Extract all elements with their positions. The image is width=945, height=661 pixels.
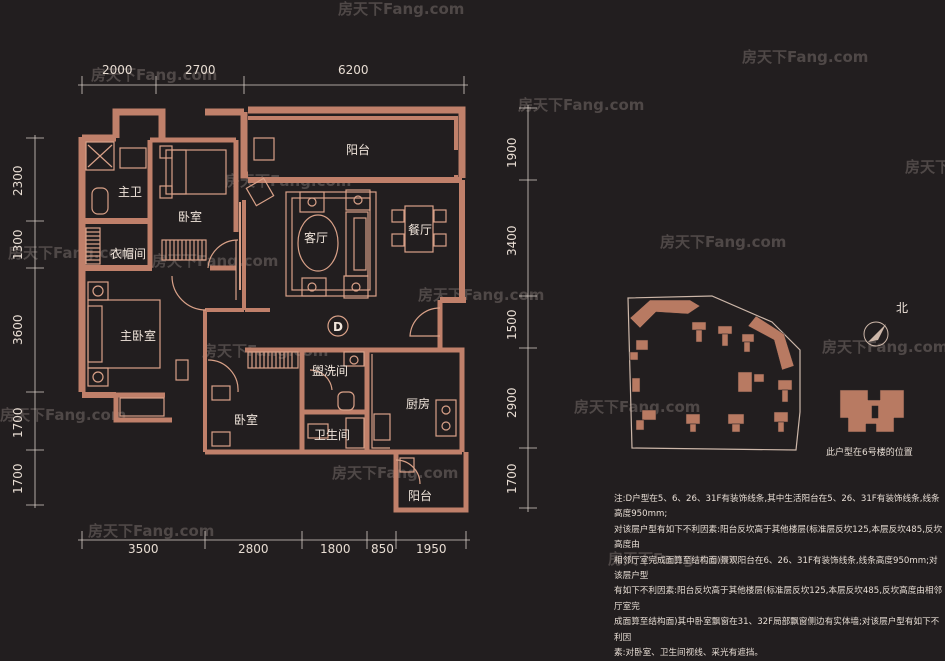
- plan-type-label: D: [333, 320, 343, 334]
- note-line-3: 相邻厅室完成面算至结构面)景观阳台在6、26、31F有装饰线条,线条高度950m…: [614, 555, 938, 582]
- room-dining: 餐厅: [408, 222, 432, 237]
- dim-right-4: 2900: [505, 387, 519, 418]
- watermark-16: 房天下Fang.com: [88, 522, 214, 540]
- north-arrow-icon: [868, 324, 886, 342]
- watermark-11: 房天下Fang.com: [822, 338, 945, 356]
- dim-right-1: 1900: [505, 137, 519, 168]
- dim-left-3: 3600: [11, 314, 25, 345]
- closet-rack: [85, 227, 101, 265]
- site-buildings: [629, 299, 795, 433]
- dim-right-3: 1500: [505, 309, 519, 340]
- room-cloakroom: 衣帽间: [110, 246, 146, 261]
- dim-bottom-3: 1800: [320, 542, 351, 556]
- room-bedroom-2: 卧室: [234, 412, 258, 427]
- room-balcony-top: 阳台: [346, 142, 370, 157]
- watermark-7: 房天下Fang.com: [660, 233, 786, 251]
- floor-plan-diagram: 房天下Fang.com 房天下Fang.com 房天下Fang.com 房天下F…: [0, 0, 945, 568]
- room-living: 客厅: [304, 230, 328, 245]
- dim-left-5: 1700: [11, 463, 25, 494]
- dim-bottom-4: 850: [371, 542, 394, 556]
- dim-top-2: 2700: [185, 63, 216, 77]
- watermark-9: 房天下Fang.com: [152, 252, 278, 270]
- watermark-4: 房天下Fang.com: [518, 96, 644, 114]
- inner-outlines: [85, 137, 457, 485]
- watermarks: 房天下Fang.com 房天下Fang.com 房天下Fang.com 房天下F…: [0, 0, 945, 568]
- dim-top-3: 6200: [338, 63, 369, 77]
- dim-bottom-2: 2800: [238, 542, 269, 556]
- watermark-2: 房天下Fang.com: [742, 48, 868, 66]
- watermark-1: 房天下Fang.com: [338, 0, 464, 18]
- note-line-2: 对该层户型有如下不利因素:阳台反坎高于其他楼层(标准层反坎125,本层反坎485…: [614, 524, 943, 551]
- dim-left-4: 1700: [11, 407, 25, 438]
- note-line-6: 素:对卧室、卫生间视线、采光有遮挡。: [614, 648, 763, 659]
- location-caption: 此户型在6号楼的位置: [826, 448, 913, 458]
- room-washroom: 盥洗间: [312, 364, 348, 378]
- watermark-14: 房天下Fang.com: [0, 406, 126, 424]
- unit-location-diagram: [839, 389, 905, 433]
- room-balcony-bottom: 阳台: [408, 488, 432, 503]
- watermark-8: 房天下Fang.com: [8, 244, 134, 262]
- site-outline: [627, 295, 801, 451]
- dimension-lines: [26, 76, 537, 549]
- room-master-bedroom: 主卧室: [120, 328, 156, 343]
- room-bedroom-1: 卧室: [178, 209, 202, 224]
- dim-right-5: 1700: [505, 463, 519, 494]
- room-kitchen: 厨房: [406, 396, 430, 411]
- compass-circle: [863, 321, 889, 347]
- note-line-1: 注:D户型在5、6、26、31F有装饰线条,其中生活阳台在5、26、31F有装饰…: [614, 494, 940, 520]
- watermark-6: 房天下Fang.com: [905, 158, 945, 176]
- dim-left-2: 1300: [11, 229, 25, 260]
- dim-bottom-5: 1950: [416, 542, 447, 556]
- dim-right-2: 3400: [505, 225, 519, 256]
- notes-block: 注:D户型在5、6、26、31F有装饰线条,其中生活阳台在5、26、31F有装饰…: [614, 492, 944, 661]
- north-label: 北: [896, 301, 908, 315]
- walls: [78, 106, 469, 513]
- watermark-13: 房天下Fang.com: [574, 398, 700, 416]
- dimension-labels: 2000 2700 6200 3500 2800 1800 850 1950 2…: [11, 63, 519, 556]
- dim-top-1: 2000: [102, 63, 133, 77]
- note-line-5: 成面算至结构面)其中卧室飘窗在31、32F局部飘窗侧边有实体墙;对该层户型有如下…: [614, 617, 940, 643]
- watermark-17: 房天下Fang.com: [608, 550, 734, 568]
- watermark-3: 房天下Fang.com: [91, 66, 217, 84]
- room-master-bath: 主卫: [118, 185, 142, 199]
- dim-bottom-1: 3500: [128, 542, 159, 556]
- room-bathroom: 卫生间: [314, 428, 350, 442]
- room-labels: 阳台 主卫 卧室 衣帽间 客厅 餐厅 主卧室 盥洗间 厨房 卧室 卫生间 阳台 …: [110, 142, 432, 503]
- site-key-plan: 北: [627, 295, 908, 451]
- dim-left-1: 2300: [11, 165, 25, 196]
- watermark-10: 房天下Fang.com: [418, 286, 544, 304]
